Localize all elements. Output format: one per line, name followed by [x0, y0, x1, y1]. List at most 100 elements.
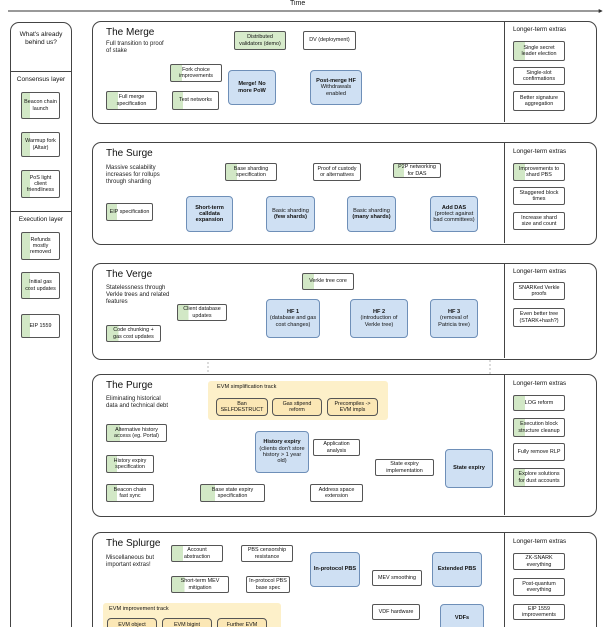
surge-extras-header: Longer-term extras: [513, 148, 567, 155]
merge-title: The Merge: [106, 27, 155, 38]
short-term-calldata-node: Short-term calldata expansion: [186, 196, 233, 232]
pbs-censorship-node: PBS censorship resistance: [241, 545, 293, 562]
mev-smoothing-node: MEV smoothing: [372, 570, 422, 586]
post-merge-hf-node: Post-merge HF Withdrawals enabled: [310, 70, 362, 105]
hf2-sub: (introduction of Verkle tree): [360, 315, 398, 328]
vdfs-node: VDFs: [440, 604, 484, 627]
verkle-core-node: Verkle tree core: [302, 273, 354, 290]
add-das-node: Add DAS (protect against bad committees): [430, 196, 478, 232]
merge-milestone-node: Merge! No more PoW: [228, 70, 276, 105]
ban-selfdestruct-node: Ban SELFDESTRUCT: [216, 398, 268, 416]
add-das-label: Add DAS: [441, 204, 467, 211]
verge-panel: [92, 263, 597, 360]
basic-sharding-many-label: Basic sharding: [353, 207, 390, 214]
hf3-node: HF 3 (removal of Patricia tree): [430, 299, 478, 338]
divider: [504, 21, 505, 122]
p2p-das-node: P2P networking for DAS: [393, 163, 441, 178]
extras-item: Increase shard size and count: [513, 212, 565, 230]
extended-pbs-node: Extended PBS: [432, 552, 482, 587]
left-column-title: What's already behind us?: [19, 31, 63, 46]
extras-item: LOG reform: [513, 395, 565, 411]
extras-item: Fully remove RLP: [513, 443, 565, 461]
execution-item: Refunds mostly removed: [21, 232, 60, 260]
execution-item: Initial gas cost updates: [21, 272, 60, 299]
proof-of-custody-node: Proof of custody or alternatives: [313, 163, 361, 181]
vdf-hardware-node: VDF hardware: [372, 604, 420, 620]
hf1-label: HF 1: [286, 309, 300, 316]
address-space-node: Address space extension: [310, 484, 363, 502]
verge-extras-header: Longer-term extras: [513, 268, 567, 275]
hf1-node: HF 1 (database and gas cost changes): [266, 299, 320, 338]
eip-spec-node: EIP specification: [106, 203, 153, 221]
extras-item: Single secret leader election: [513, 41, 565, 61]
test-networks-node: Test networks: [172, 91, 219, 110]
evm-improvement-track-label: EVM improvement track: [109, 606, 169, 612]
purge-description: Eliminating historical data and technica…: [106, 396, 169, 409]
add-das-sub: (protect against bad committees): [433, 210, 475, 224]
further-evm-node: Further EVM: [217, 618, 267, 627]
in-protocol-pbs-spec-node: In-protocol PBS base spec: [246, 576, 290, 593]
evm-object-node: EVM object: [107, 618, 157, 627]
basic-sharding-few-label: Basic sharding: [272, 207, 309, 214]
fork-choice-node: Fork choice improvements: [170, 64, 222, 82]
surge-title: The Surge: [106, 148, 153, 159]
consensus-item: PoS light client friendliness: [21, 170, 60, 198]
extras-item: ZK-SNARK everything: [513, 553, 565, 570]
extras-item: Improvements to shard PBS: [513, 163, 565, 181]
hf1-sub: (database and gas cost changes): [269, 315, 317, 328]
basic-sharding-few-node: Basic sharding (few shards): [266, 196, 315, 232]
hf2-node: HF 2 (introduction of Verkle tree): [350, 299, 408, 338]
extras-item: Single-slot confirmations: [513, 67, 565, 85]
verge-title: The Verge: [106, 269, 153, 280]
extras-item: SNARKed Verkle proofs: [513, 282, 565, 300]
full-merge-spec-node: Full merge specification: [106, 91, 157, 110]
short-term-mev-node: Short-term MEV mitigation: [171, 576, 229, 593]
history-expiry-node: History expiry (clients don't store hist…: [255, 431, 309, 473]
divider: [10, 211, 72, 212]
post-merge-hf-label: Post-merge HF: [316, 78, 356, 85]
gas-stipend-node: Gas stipend reform: [272, 398, 322, 416]
divider: [504, 142, 505, 243]
history-expiry-label: History expiry: [263, 439, 301, 446]
code-chunking-node: Code chunking + gas cost updates: [106, 325, 161, 342]
evm-bigint-node: EVM bigint: [162, 618, 212, 627]
alt-history-node: Alternative history access (eg. Portal): [106, 424, 167, 442]
merge-milestone-label: Merge! No more PoW: [238, 81, 266, 94]
surge-panel: [92, 142, 597, 245]
extras-item: Explore solutions for dust accounts: [513, 468, 565, 487]
extras-item: Better signature aggregation: [513, 91, 565, 111]
hf2-label: HF 2: [372, 309, 386, 316]
consensus-layer-header: Consensus layer: [16, 76, 66, 83]
merge-description: Full transition to proof of stake: [106, 41, 164, 54]
account-abstraction-node: Account abstraction: [171, 545, 223, 562]
state-expiry-impl-node: State expiry implementation: [375, 459, 434, 476]
splurge-extras-header: Longer-term extras: [513, 538, 567, 545]
surge-description: Massive scalability increases for rollup…: [106, 165, 160, 185]
extras-item: Post-quantum everything: [513, 578, 565, 596]
client-db-node: Client database updates: [177, 304, 227, 321]
basic-sharding-many-node: Basic sharding (many shards): [347, 196, 396, 232]
divider: [10, 71, 72, 72]
post-merge-hf-sub: Withdrawals enabled: [320, 84, 352, 97]
divider: [504, 532, 505, 627]
hf3-sub: (removal of Patricia tree): [438, 315, 470, 328]
extras-item: Even better tree (STARK+hash?): [513, 308, 565, 327]
in-protocol-pbs-node: In-protocol PBS: [310, 552, 360, 587]
splurge-title: The Splurge: [106, 538, 161, 549]
divider: [504, 263, 505, 358]
merge-extras-header: Longer-term extras: [513, 26, 567, 33]
purge-extras-header: Longer-term extras: [513, 380, 567, 387]
hf3-label: HF 3: [447, 309, 461, 316]
evm-simplification-track-label: EVM simplification track: [217, 384, 277, 390]
consensus-item: Warmup fork (Altair): [21, 132, 60, 157]
divider: [504, 374, 505, 515]
execution-item: EIP 1559: [21, 314, 60, 338]
precompiles-node: Precompiles -> EVM impls: [327, 398, 378, 416]
extras-item: EIP 1559 improvements: [513, 604, 565, 620]
state-expiry-node: State expiry: [445, 449, 493, 488]
app-analysis-node: Application analysis: [313, 439, 360, 456]
extras-item: Staggered block times: [513, 187, 565, 205]
distributed-validators-node: Distributed validators (demo): [234, 31, 286, 50]
base-sharding-spec-node: Base sharding specification: [225, 163, 277, 181]
